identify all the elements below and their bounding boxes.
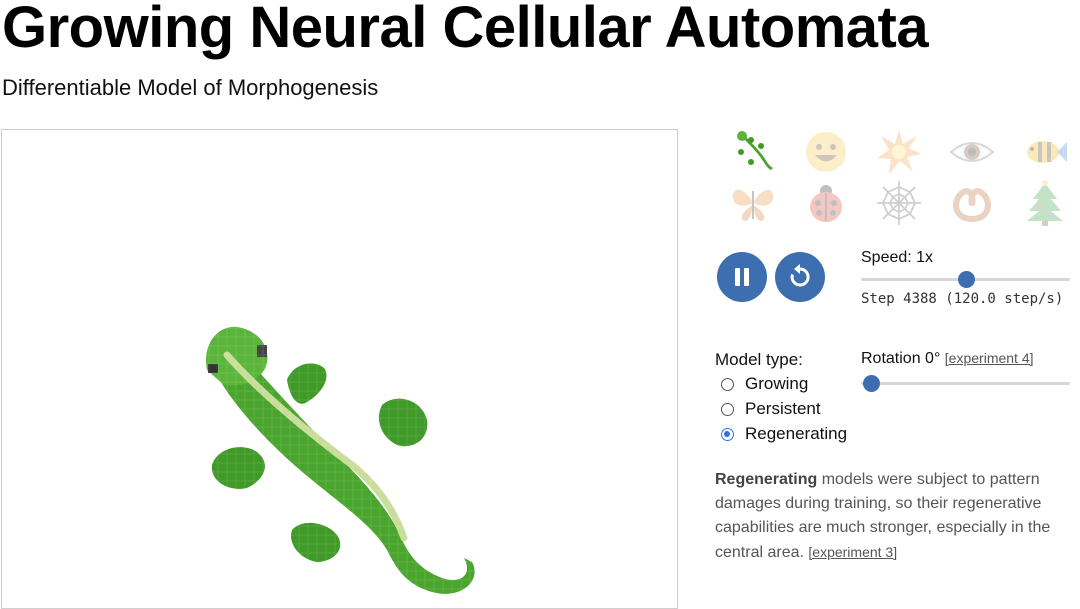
pattern-explosion[interactable] — [862, 127, 935, 177]
christmas-tree-icon — [1026, 180, 1063, 226]
fish-icon — [1026, 141, 1067, 163]
rotation-slider-track[interactable] — [861, 382, 1070, 385]
radio-button[interactable] — [721, 377, 734, 391]
speed-label: Speed: 1x — [861, 249, 934, 266]
radio-button[interactable] — [721, 427, 734, 441]
model-description: Regenerating models were subject to patt… — [715, 468, 1080, 565]
speed-slider-thumb[interactable] — [957, 271, 975, 288]
spider-web-icon — [876, 181, 921, 225]
radio-label: Persistent — [745, 399, 821, 418]
radio-label: Regenerating — [745, 424, 848, 443]
pattern-picker — [714, 126, 1080, 230]
radio-label: Growing — [745, 374, 809, 393]
page-subtitle: Differentiable Model of Morphogenesis — [2, 75, 379, 100]
pause-button[interactable] — [717, 252, 767, 302]
pattern-pretzel[interactable] — [935, 178, 1008, 228]
page-title: Growing Neural Cellular Automata — [2, 0, 929, 60]
pattern-christmas-tree[interactable] — [1008, 178, 1080, 228]
description-text: models were subject to pattern damages d… — [715, 471, 1051, 561]
pattern-ladybug[interactable] — [789, 178, 862, 228]
pattern-smiley[interactable] — [789, 127, 862, 177]
description-bold: Regenerating — [715, 471, 818, 488]
rotation-control: Rotation 0° [experiment 4] — [861, 350, 1034, 368]
radio-button[interactable] — [721, 402, 734, 416]
radio-growing[interactable]: Growing — [721, 373, 808, 395]
pause-icon — [735, 268, 749, 286]
radio-persistent[interactable]: Persistent — [721, 398, 821, 420]
experiment-4-link[interactable]: [experiment 4] — [944, 350, 1034, 366]
reset-icon — [790, 264, 810, 287]
pattern-spider-web[interactable] — [862, 178, 935, 228]
ca-canvas[interactable] — [1, 129, 678, 609]
eye-icon — [948, 142, 995, 162]
experiment-3-link[interactable]: [experiment 3] — [808, 544, 898, 560]
rotation-label: Rotation 0° — [861, 350, 941, 367]
radio-regenerating[interactable]: Regenerating — [721, 423, 847, 445]
model-type-label: Model type: — [715, 350, 803, 369]
rotation-slider-thumb[interactable] — [863, 375, 880, 392]
lizard-icon — [736, 131, 773, 170]
explosion-icon — [876, 130, 921, 174]
pattern-lizard[interactable] — [716, 127, 789, 177]
reset-button[interactable] — [775, 252, 825, 302]
step-counter: Step 4388 (120.0 step/s) — [861, 291, 1064, 307]
ladybug-icon — [809, 185, 842, 222]
butterfly-icon — [732, 189, 773, 221]
pattern-butterfly[interactable] — [716, 178, 789, 228]
pretzel-icon — [952, 188, 991, 223]
lizard-pattern — [2, 130, 677, 608]
pattern-eye[interactable] — [935, 127, 1008, 177]
pattern-fish[interactable] — [1008, 127, 1080, 177]
smiley-icon — [805, 132, 846, 172]
